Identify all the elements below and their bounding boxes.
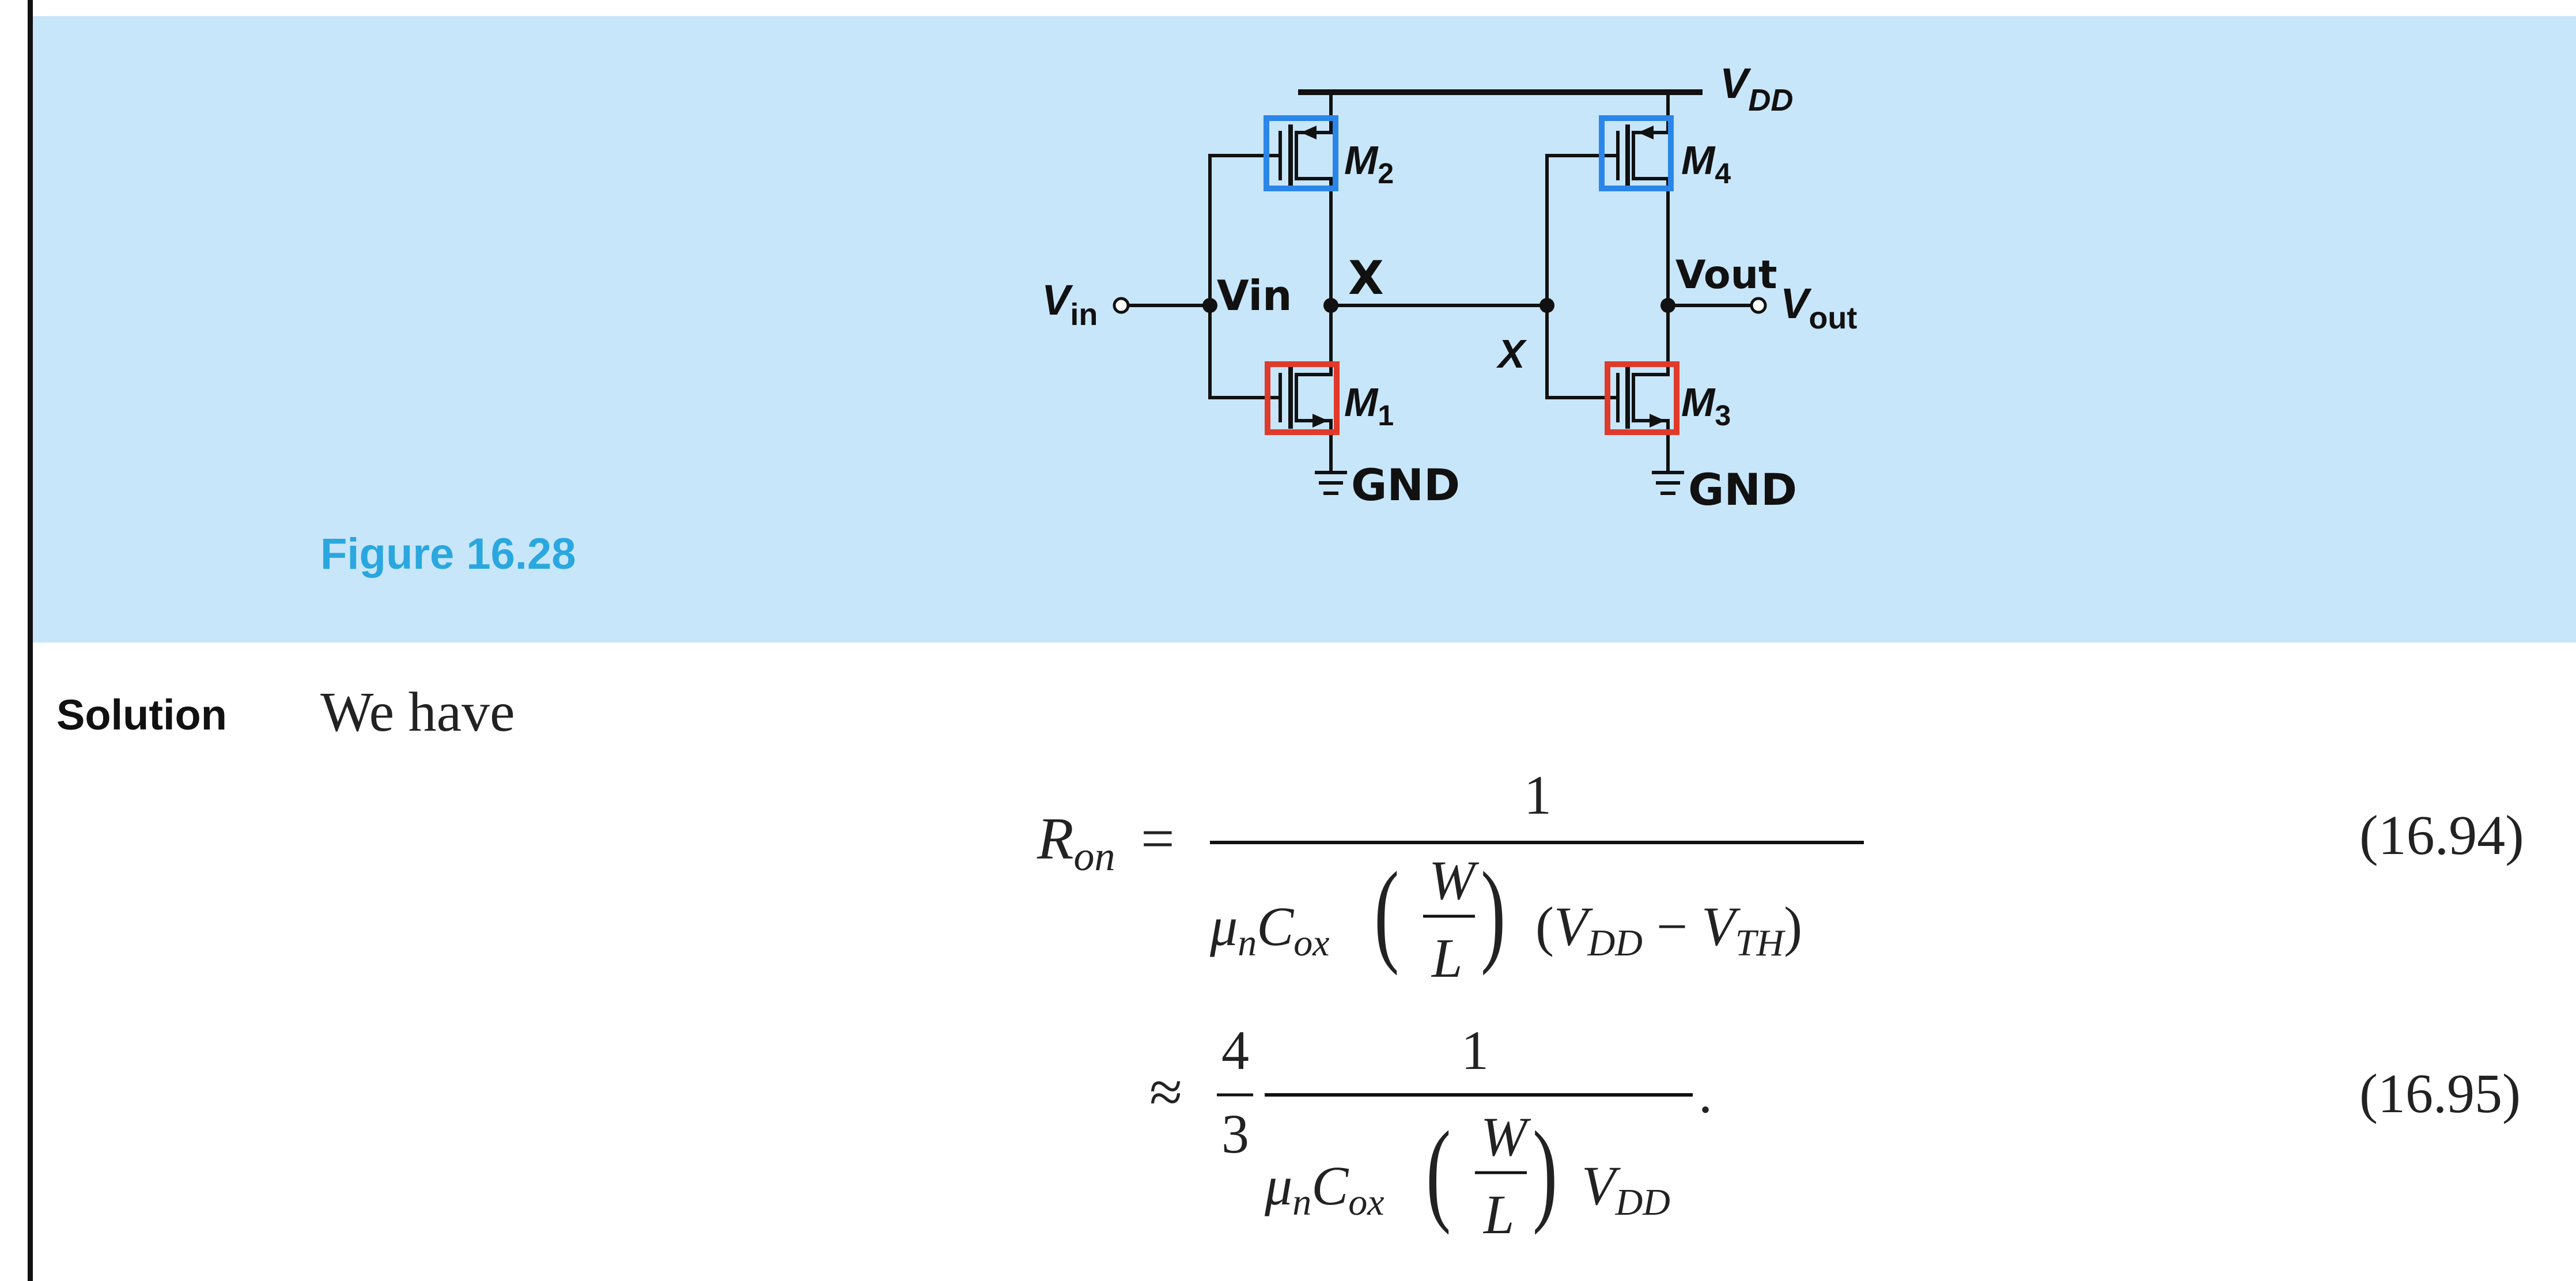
gnd-label-1: GND <box>1351 459 1460 511</box>
handwritten-x: X <box>1348 251 1384 305</box>
svg-text:μnCox: μnCox <box>1264 1155 1385 1223</box>
svg-text:3: 3 <box>1221 1103 1249 1165</box>
m2-highlight-box <box>1264 115 1338 191</box>
svg-text:(VDD − VTH): (VDD − VTH) <box>1535 895 1802 964</box>
svg-text:.: . <box>1699 1063 1712 1124</box>
m4-highlight-box <box>1599 115 1674 191</box>
svg-text:): ) <box>1533 1108 1557 1235</box>
m1-highlight-box <box>1265 361 1340 435</box>
m3-label: M3 <box>1681 380 1731 432</box>
svg-text:Ron: Ron <box>1037 806 1115 879</box>
svg-text:VDD: VDD <box>1582 1155 1670 1223</box>
equation-16-94: Ron = 1 μnCox ( W L ) (VDD − VTH) (16.94… <box>1037 764 2524 989</box>
m1-label: M1 <box>1344 380 1394 432</box>
m2-arrow <box>1301 126 1317 139</box>
solution-label: Solution <box>56 691 227 739</box>
svg-text:1: 1 <box>1461 1019 1489 1081</box>
svg-text:(: ( <box>1374 849 1399 976</box>
vdd-label: VDD <box>1720 59 1793 118</box>
svg-text:W: W <box>1429 849 1480 911</box>
svg-text:4: 4 <box>1221 1019 1249 1081</box>
m1-arrow <box>1312 414 1328 428</box>
vout-terminal <box>1750 297 1767 314</box>
handwritten-vin: Vin <box>1217 271 1292 320</box>
m3-highlight-box <box>1605 361 1679 435</box>
svg-text:μnCox: μnCox <box>1209 895 1330 964</box>
svg-text:(: ( <box>1426 1108 1451 1235</box>
equation-number-16-94: (16.94) <box>2359 804 2524 867</box>
gnd-label-2: GND <box>1688 464 1797 515</box>
equation-number-16-95: (16.95) <box>2359 1063 2521 1124</box>
m2-label: M2 <box>1344 138 1394 190</box>
svg-text:L: L <box>1482 1184 1514 1245</box>
svg-text:1: 1 <box>1524 764 1552 826</box>
solution-intro: We have <box>320 681 515 743</box>
vin-terminal <box>1113 297 1130 314</box>
svg-text:W: W <box>1481 1106 1531 1167</box>
svg-text:L: L <box>1431 927 1462 989</box>
m4-label: M4 <box>1681 138 1731 190</box>
x-label: X <box>1496 331 1527 376</box>
svg-text:≈: ≈ <box>1149 1059 1182 1125</box>
svg-text:): ) <box>1481 849 1505 976</box>
vout-label: Vout <box>1780 279 1857 335</box>
left-margin-rule <box>28 0 33 1281</box>
m3-arrow <box>1650 414 1665 428</box>
handwritten-vout: Vout <box>1675 252 1777 298</box>
svg-text:=: = <box>1141 806 1175 872</box>
m4-arrow <box>1638 126 1654 139</box>
equation-16-95: ≈ 4 3 1 . μnCox ( W L ) VDD (16.95) <box>1149 1019 2521 1245</box>
figure-caption: Figure 16.28 <box>320 530 576 579</box>
vin-label: Vin <box>1042 276 1098 332</box>
